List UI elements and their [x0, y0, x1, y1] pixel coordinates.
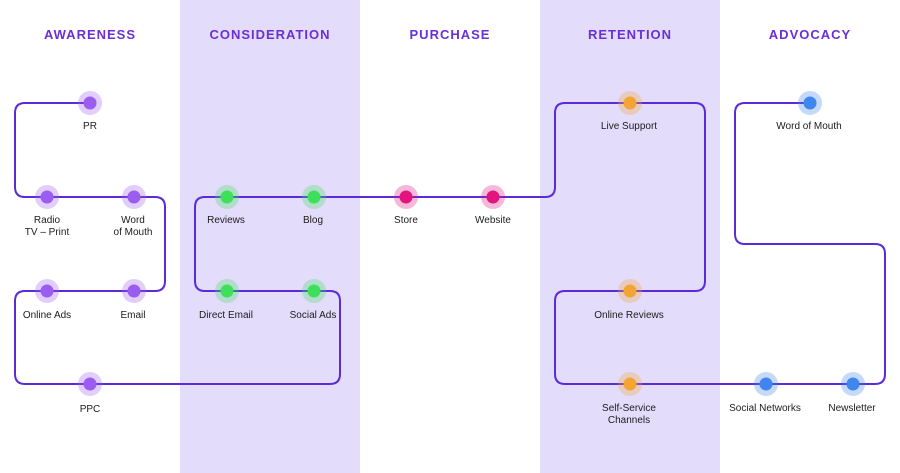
stage-title-retention: RETENTION	[587, 27, 673, 42]
touchpoint-dot	[127, 190, 141, 204]
touchpoint-label-online-ads: Online Ads	[22, 310, 72, 321]
journey-path	[14, 102, 886, 385]
touchpoint-dot	[83, 377, 97, 391]
touchpoint-dot	[220, 284, 234, 298]
touchpoint-dot	[40, 284, 54, 298]
stage-title-consideration: CONSIDERATION	[209, 27, 331, 42]
touchpoint-label-social-ads: Social Ads	[289, 310, 337, 321]
touchpoint-dot	[307, 284, 321, 298]
touchpoint-dot	[803, 96, 817, 110]
touchpoint-node-website	[481, 185, 505, 209]
touchpoint-node-reviews	[215, 185, 239, 209]
touchpoint-label-word-of-mouth: Word of Mouth	[113, 215, 153, 238]
touchpoint-node-store	[394, 185, 418, 209]
touchpoint-node-word-of-mouth	[122, 185, 146, 209]
touchpoint-label-newsletter: Newsletter	[828, 403, 876, 414]
touchpoint-node-blog	[302, 185, 326, 209]
touchpoint-label-radio-tv-print: Radio TV – Print	[24, 215, 70, 238]
touchpoint-node-word-of-mouth	[798, 91, 822, 115]
touchpoint-node-newsletter	[841, 372, 865, 396]
stage-title-purchase: PURCHASE	[409, 27, 491, 42]
stage-title-advocacy: ADVOCACY	[768, 27, 852, 42]
touchpoint-label-blog: Blog	[302, 215, 323, 226]
touchpoint-dot	[307, 190, 321, 204]
touchpoint-node-online-ads	[35, 279, 59, 303]
consideration-band	[180, 0, 360, 473]
touchpoint-label-word-of-mouth-advocacy: Word of Mouth	[776, 121, 842, 132]
touchpoint-label-email: Email	[120, 310, 146, 321]
touchpoint-node-self-service-channels	[618, 372, 642, 396]
touchpoint-node-pr	[78, 91, 102, 115]
touchpoint-dot	[399, 190, 413, 204]
touchpoint-dot	[623, 96, 637, 110]
touchpoint-label-online-reviews: Online Reviews	[594, 310, 664, 321]
touchpoint-label-ppc: PPC	[79, 404, 101, 415]
touchpoint-dot	[220, 190, 234, 204]
touchpoint-label-social-networks: Social Networks	[729, 403, 801, 414]
touchpoint-dot	[623, 377, 637, 391]
touchpoint-dot	[83, 96, 97, 110]
touchpoint-node-radio-tv-print	[35, 185, 59, 209]
touchpoint-dot	[759, 377, 773, 391]
touchpoint-label-live-support: Live Support	[600, 121, 658, 132]
touchpoint-node-social-networks	[754, 372, 778, 396]
touchpoint-dot	[127, 284, 141, 298]
touchpoint-label-self-service-channels: Self-Service Channels	[602, 403, 656, 426]
touchpoint-node-social-ads	[302, 279, 326, 303]
touchpoint-label-direct-email: Direct Email	[199, 310, 253, 321]
touchpoint-dot	[623, 284, 637, 298]
stage-title-awareness: AWARENESS	[43, 27, 137, 42]
touchpoint-node-online-reviews	[618, 279, 642, 303]
touchpoint-label-website: Website	[475, 215, 511, 226]
touchpoint-label-pr: PR	[83, 121, 97, 132]
touchpoint-node-direct-email	[215, 279, 239, 303]
touchpoint-dot	[40, 190, 54, 204]
touchpoint-node-live-support	[618, 91, 642, 115]
retention-band	[540, 0, 720, 473]
touchpoint-label-store: Store	[394, 215, 418, 226]
touchpoint-node-ppc	[78, 372, 102, 396]
touchpoint-node-email	[122, 279, 146, 303]
touchpoint-dot	[486, 190, 500, 204]
touchpoint-dot	[846, 377, 860, 391]
touchpoint-label-reviews: Reviews	[207, 215, 245, 226]
